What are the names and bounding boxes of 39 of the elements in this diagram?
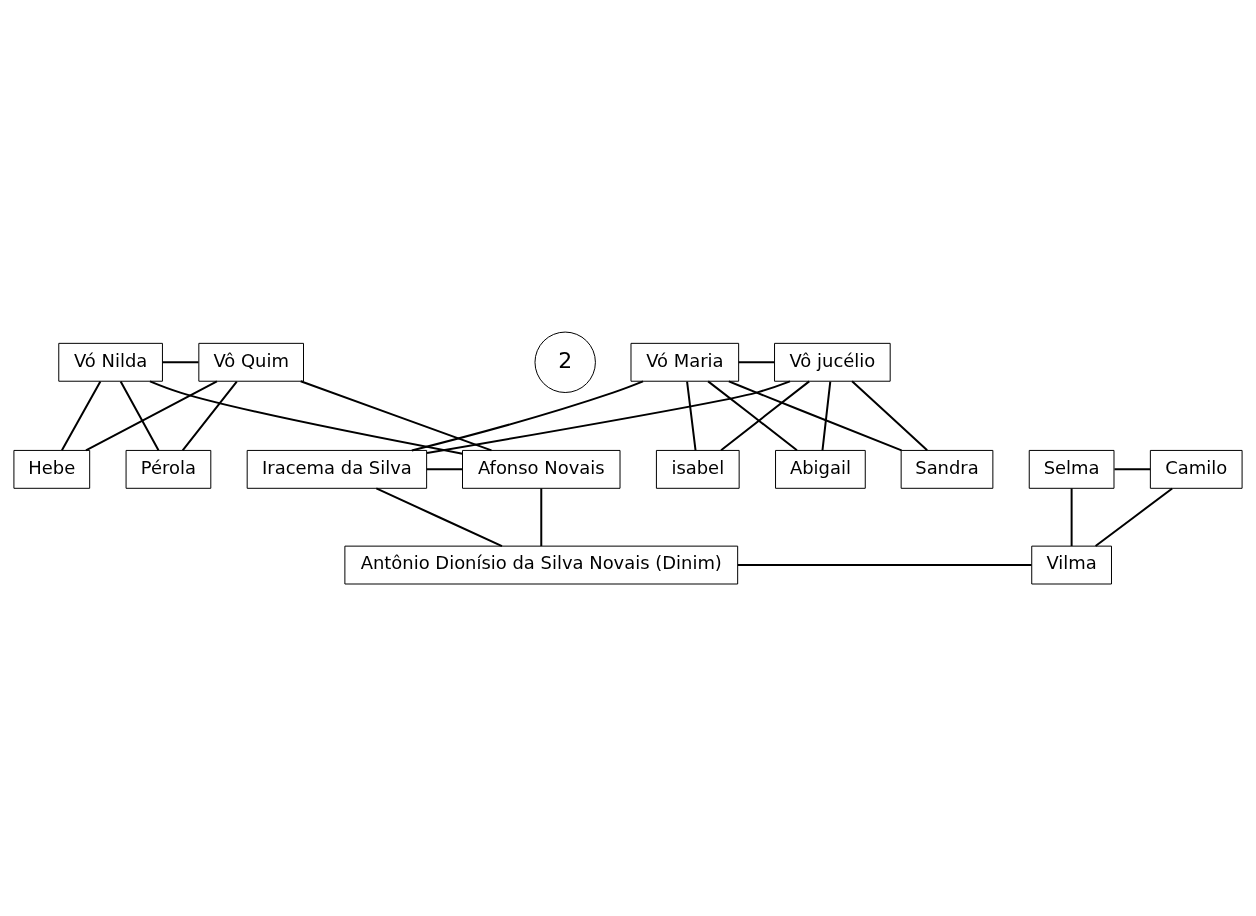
connector	[686, 380, 697, 452]
connector	[1113, 468, 1152, 471]
connector	[821, 380, 832, 452]
node-box: Selma	[1028, 449, 1115, 489]
label: 2	[558, 347, 573, 373]
connector	[851, 380, 929, 452]
node-box: Pérola	[125, 449, 212, 489]
node-box: Vô Quim	[198, 342, 304, 382]
node-box: isabel	[655, 449, 740, 489]
connector	[410, 380, 644, 452]
connector	[161, 361, 200, 364]
connector	[727, 380, 903, 452]
connector	[426, 380, 791, 455]
connector	[540, 487, 543, 548]
connector	[1094, 487, 1174, 548]
connector	[707, 380, 798, 452]
connector	[375, 487, 503, 548]
connector	[119, 380, 160, 452]
connector	[181, 380, 238, 452]
node-box: Vó Maria	[630, 342, 740, 382]
node-box: Antônio Dionísio da Silva Novais (Dinim)	[344, 545, 739, 585]
node-box: Sandra	[900, 449, 994, 489]
connector	[736, 564, 1033, 567]
node-box: Camilo	[1149, 449, 1243, 489]
connector	[720, 380, 811, 452]
node-box: Vó Nilda	[58, 342, 163, 382]
connector	[60, 380, 102, 452]
node-box: Vô jucélio	[774, 342, 891, 382]
node-box: Afonso Novais	[462, 449, 621, 489]
node-box: Vilma	[1031, 545, 1112, 585]
node-box: Iracema da Silva	[246, 449, 428, 489]
connector	[299, 380, 493, 452]
connector	[84, 380, 218, 452]
node-box: Hebe	[13, 449, 91, 489]
connector	[1070, 487, 1073, 548]
connector	[149, 380, 464, 455]
connector	[425, 468, 464, 471]
connector	[737, 361, 776, 364]
node-box: Abigail	[775, 449, 866, 489]
